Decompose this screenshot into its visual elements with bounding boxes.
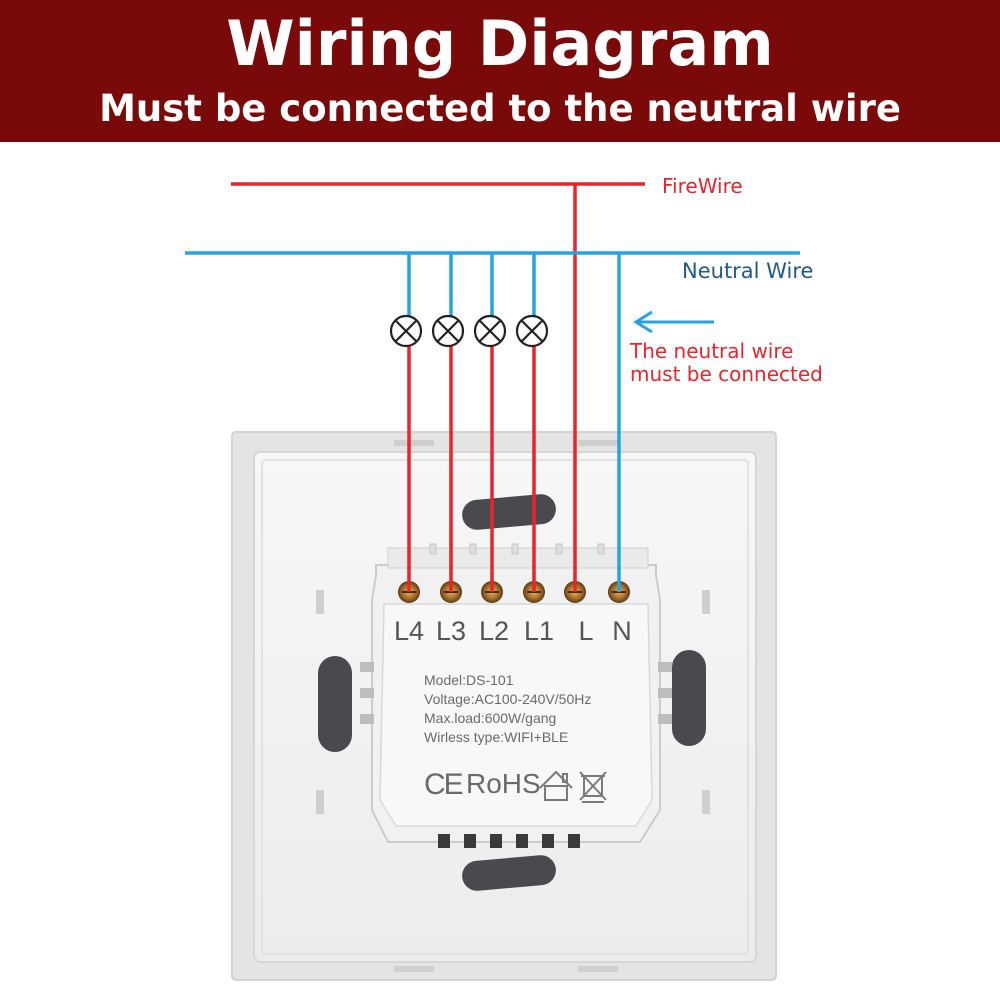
arrow-left-icon [633,310,714,334]
terminal-label-n: N [612,616,632,646]
lamp-icon [473,314,507,348]
lamp-icon [389,314,423,348]
lamp-icon [431,314,465,348]
neutral-note-line2: must be connected [630,362,823,386]
weee-bin-icon [579,771,607,803]
terminal-label-l: L [578,616,594,646]
spec-wireless: Wirless type:WIFI+BLE [424,729,569,745]
terminal-label-l4: L4 [393,616,425,646]
switch-module [360,543,672,848]
terminal-label-l3: L3 [435,616,467,646]
home-icon [539,770,573,801]
terminal-label-l2: L2 [478,616,510,646]
page-title: Wiring Diagram [226,7,774,80]
mounting-slots [318,494,706,891]
page-subtitle: Must be connected to the neutral wire [99,87,901,130]
neutral-note: The neutral wire must be connected [630,340,823,386]
rohs-mark: RoHS [466,768,541,799]
lamp-icons [389,314,549,348]
neutral-wire [185,251,800,592]
fire-wire-label: FireWire [662,174,743,198]
terminal-label-l1: L1 [523,616,555,646]
ce-mark: CE [424,768,464,801]
title-banner: Wiring Diagram Must be connected to the … [0,0,1000,142]
lamp-icon [515,314,549,348]
neutral-note-line1: The neutral wire [630,339,794,363]
plate-notches [316,440,710,972]
spec-voltage: Voltage:AC100-240V/50Hz [424,691,592,707]
spec-max-load: Max.load:600W/gang [424,710,557,726]
spec-model: Model:DS-101 [424,672,514,688]
neutral-wire-label: Neutral Wire [682,259,814,283]
